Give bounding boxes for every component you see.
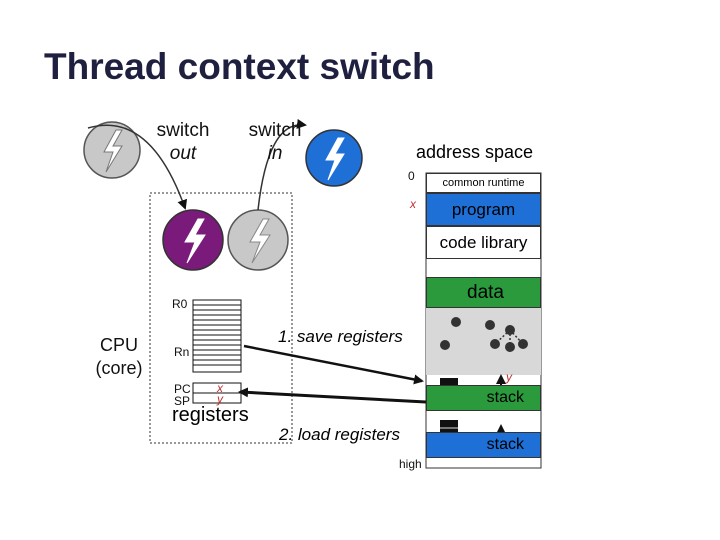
switch-in-arrow bbox=[257, 118, 307, 211]
switch-in-label: switch in bbox=[240, 119, 310, 165]
switch-out-label: switch out bbox=[148, 119, 218, 165]
addr-high-label: high bbox=[399, 457, 422, 471]
load-registers-label: 2. load registers bbox=[279, 425, 400, 444]
thread-icon-switched-in bbox=[227, 209, 289, 271]
lightning-icon bbox=[249, 218, 271, 264]
thread-icon-top-right bbox=[305, 129, 363, 187]
page-title: Thread context switch bbox=[44, 46, 435, 87]
segment-data: data bbox=[426, 277, 541, 308]
switch-out-line2: out bbox=[169, 143, 197, 164]
save-registers-arrow bbox=[243, 344, 424, 385]
rn-label: Rn bbox=[174, 345, 190, 359]
stack-y-label: y bbox=[506, 370, 512, 384]
pc-label: PC bbox=[174, 382, 191, 396]
r0-label: R0 bbox=[172, 297, 188, 311]
address-space-label: address space bbox=[416, 142, 534, 162]
switch-out-arrow bbox=[87, 124, 188, 210]
lightning-icon bbox=[103, 129, 123, 173]
sp-label: SP bbox=[174, 394, 191, 408]
addr-zero-label: 0 bbox=[408, 169, 415, 183]
sp-value: y bbox=[217, 392, 223, 406]
load-registers-arrow bbox=[238, 387, 427, 404]
thread-icon-switched-out bbox=[162, 209, 224, 271]
segment-code-library: code library bbox=[426, 226, 541, 259]
switch-in-line2: in bbox=[267, 143, 283, 164]
save-registers-label: 1. save registers bbox=[278, 327, 403, 346]
pc-value: x bbox=[217, 381, 223, 395]
switch-out-line1: switch bbox=[156, 120, 210, 141]
registers-label: registers bbox=[172, 404, 249, 426]
thread-icon-top-left bbox=[83, 121, 141, 179]
segment-program: program bbox=[426, 193, 541, 226]
cpu-label: CPU (core) bbox=[88, 334, 150, 380]
cpu-line1: CPU bbox=[99, 335, 138, 355]
addr-x-label: x bbox=[410, 197, 416, 211]
segment-stack-2: stack bbox=[426, 432, 541, 458]
lightning-icon bbox=[184, 218, 206, 264]
lightning-icon bbox=[325, 137, 345, 181]
cpu-line2: (core) bbox=[95, 358, 143, 378]
segment-common-runtime: common runtime bbox=[426, 173, 541, 193]
switch-in-line1: switch bbox=[248, 120, 302, 141]
segment-stack-1: stack bbox=[426, 385, 541, 411]
